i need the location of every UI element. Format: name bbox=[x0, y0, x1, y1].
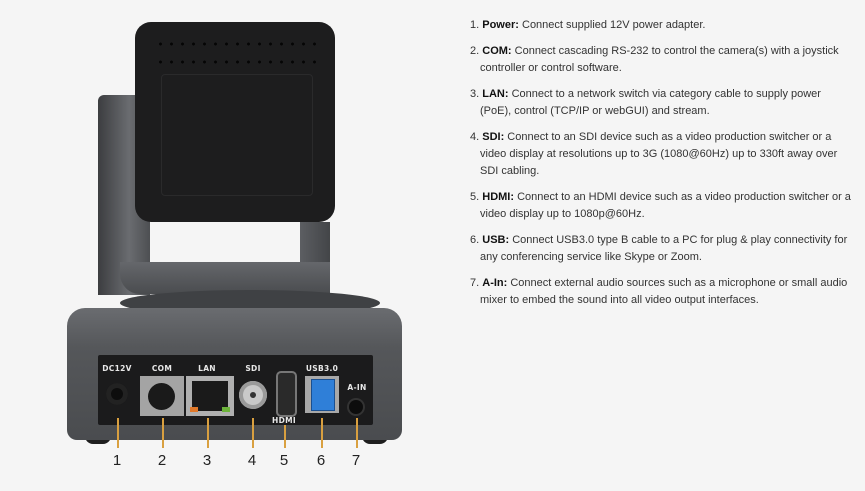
port-description-list: 1. Power: Connect supplied 12V power ada… bbox=[470, 17, 855, 318]
item-text: Connect USB3.0 type B cable to a PC for … bbox=[480, 234, 848, 263]
list-item: 3. LAN: Connect to a network switch via … bbox=[470, 86, 855, 120]
item-title: COM: bbox=[482, 45, 512, 57]
hdmi-port bbox=[276, 371, 297, 417]
port-label-usb: USB3.0 bbox=[305, 364, 339, 373]
camera-head bbox=[135, 22, 335, 222]
item-text: Connect to an HDMI device such as a vide… bbox=[480, 191, 851, 220]
port-number: 5 bbox=[279, 452, 289, 469]
vent-row bbox=[155, 42, 320, 46]
item-index: 1. bbox=[470, 19, 480, 31]
sdi-pin bbox=[250, 392, 256, 398]
leader-line bbox=[207, 418, 209, 448]
item-text: Connect to an SDI device such as a video… bbox=[480, 131, 838, 177]
audio-in-port bbox=[349, 400, 363, 414]
usb-socket bbox=[311, 379, 335, 411]
foot bbox=[362, 436, 388, 444]
item-title: USB: bbox=[482, 234, 510, 246]
leader-line bbox=[284, 425, 286, 448]
item-index: 7. bbox=[470, 277, 480, 289]
port-number: 3 bbox=[202, 452, 212, 469]
lan-led-orange bbox=[190, 407, 198, 412]
leader-line bbox=[252, 418, 254, 448]
lan-socket bbox=[192, 381, 228, 411]
foot bbox=[85, 436, 111, 444]
port-label-com: COM bbox=[151, 364, 173, 373]
leader-line bbox=[321, 418, 323, 448]
list-item: 1. Power: Connect supplied 12V power ada… bbox=[470, 17, 855, 34]
sdi-port bbox=[239, 381, 267, 409]
item-title: LAN: bbox=[482, 88, 509, 100]
list-item: 7. A-In: Connect external audio sources … bbox=[470, 275, 855, 309]
port-label-lan: LAN bbox=[198, 364, 216, 373]
com-port bbox=[140, 376, 184, 416]
lan-led-green bbox=[222, 407, 230, 412]
list-item: 4. SDI: Connect to an SDI device such as… bbox=[470, 129, 855, 180]
item-title: A-In: bbox=[482, 277, 508, 289]
port-number: 1 bbox=[112, 452, 122, 469]
item-index: 4. bbox=[470, 131, 480, 143]
port-label-sdi: SDI bbox=[245, 364, 261, 373]
dc-power-port bbox=[106, 383, 128, 405]
port-label-dc12v: DC12V bbox=[102, 364, 132, 373]
item-text: Connect cascading RS-232 to control the … bbox=[480, 45, 839, 74]
usb-port bbox=[305, 376, 339, 413]
item-index: 5. bbox=[470, 191, 480, 203]
list-item: 2. COM: Connect cascading RS-232 to cont… bbox=[470, 43, 855, 77]
leader-line bbox=[117, 418, 119, 448]
item-text: Connect to a network switch via category… bbox=[480, 88, 821, 117]
item-title: SDI: bbox=[482, 131, 505, 143]
port-label-hdmi: HDMI bbox=[272, 416, 296, 425]
leader-line bbox=[162, 418, 164, 448]
port-panel: DC12V COM LAN SDI HDMI USB3.0 A-IN bbox=[98, 355, 373, 425]
item-index: 3. bbox=[470, 88, 480, 100]
port-number: 7 bbox=[351, 452, 361, 469]
leader-line bbox=[356, 418, 358, 448]
item-text: Connect external audio sources such as a… bbox=[480, 277, 848, 306]
port-number: 4 bbox=[247, 452, 257, 469]
item-index: 2. bbox=[470, 45, 480, 57]
list-item: 6. USB: Connect USB3.0 type B cable to a… bbox=[470, 232, 855, 266]
port-label-ain: A-IN bbox=[347, 383, 367, 392]
port-number: 2 bbox=[157, 452, 167, 469]
item-title: HDMI: bbox=[482, 191, 515, 203]
camera-arm-bottom bbox=[120, 262, 330, 294]
vent-row bbox=[155, 60, 320, 64]
item-title: Power: bbox=[482, 19, 519, 31]
list-item: 5. HDMI: Connect to an HDMI device such … bbox=[470, 189, 855, 223]
com-socket bbox=[148, 383, 175, 410]
item-index: 6. bbox=[470, 234, 480, 246]
item-text: Connect supplied 12V power adapter. bbox=[518, 19, 706, 31]
camera-back-panel bbox=[161, 74, 313, 196]
port-number: 6 bbox=[316, 452, 326, 469]
lan-port bbox=[186, 376, 234, 416]
